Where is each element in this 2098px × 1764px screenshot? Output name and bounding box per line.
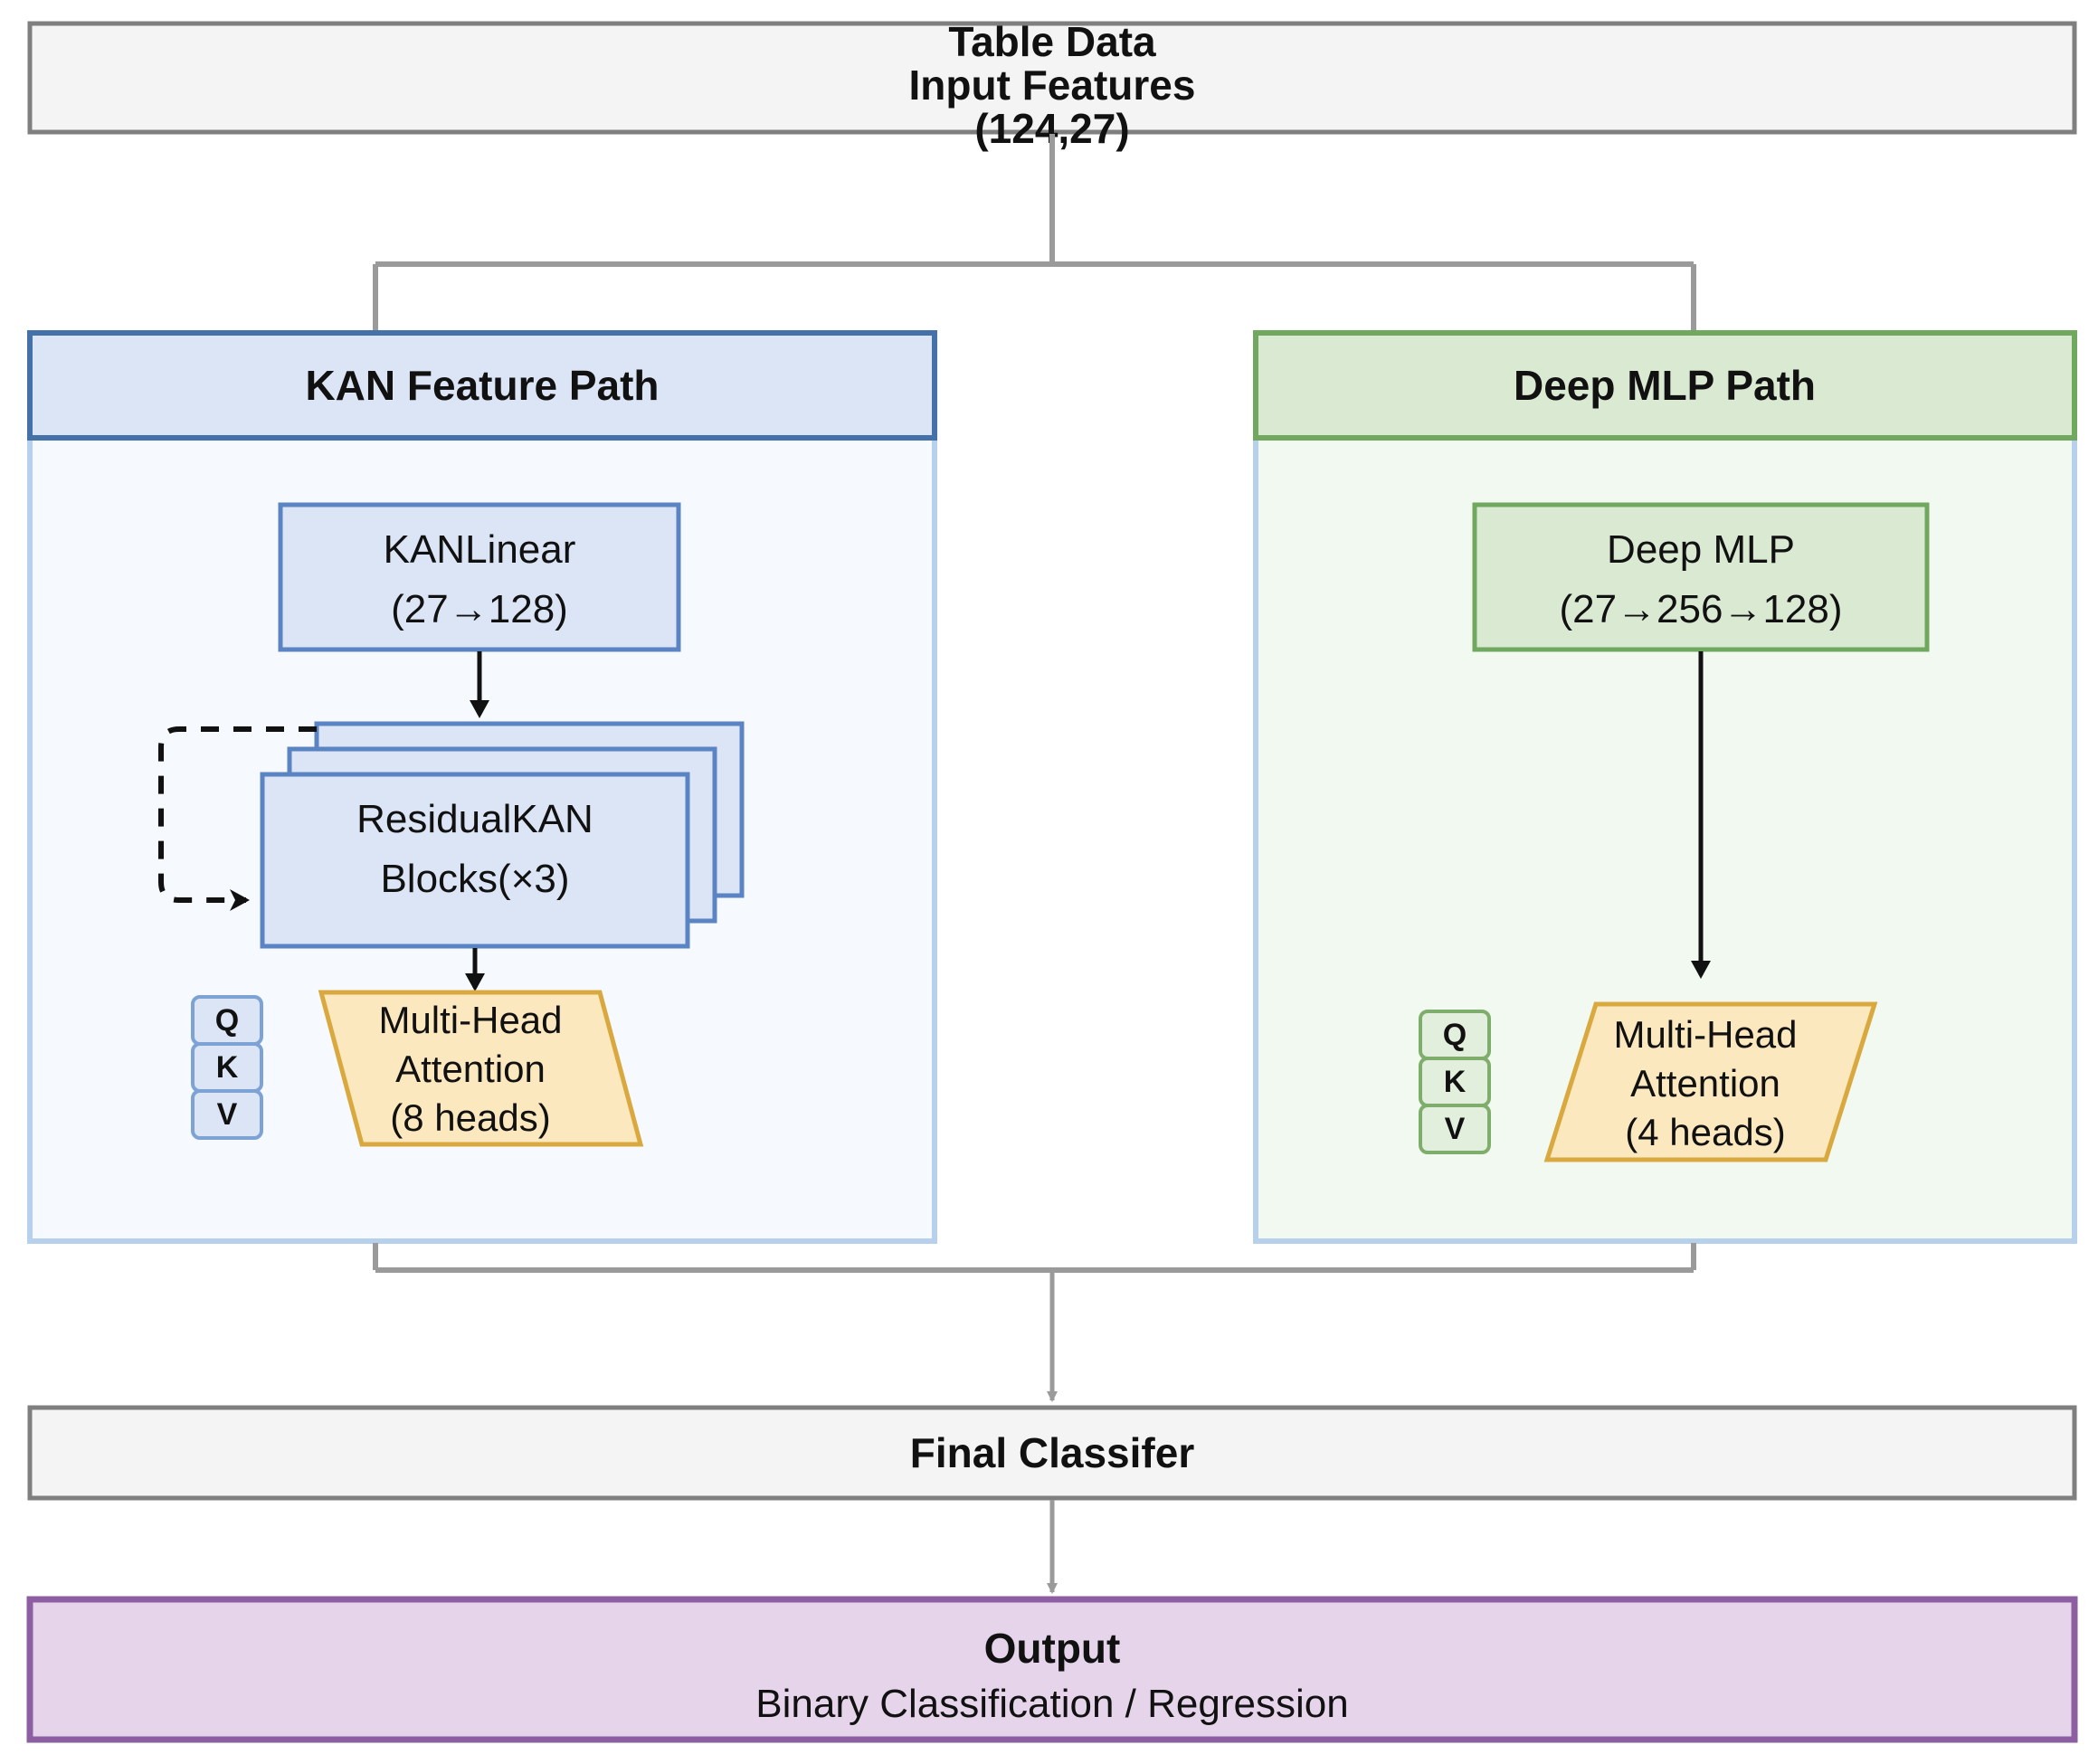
attention-mlp-line1: Multi-Head	[1613, 1013, 1797, 1056]
qkv-item-v-mlp: V	[1419, 1104, 1491, 1154]
qkv-stack-kan: Q K V	[191, 995, 263, 1140]
residual-kan-stack: ResidualKAN Blocks(×3)	[260, 721, 745, 949]
attention-kan-line1: Multi-Head	[378, 999, 562, 1041]
qkv-label-v-mlp: V	[1445, 1112, 1466, 1146]
multi-head-attention-mlp: Multi-Head Attention (4 heads)	[1543, 1001, 1878, 1162]
qkv-label-q-mlp: Q	[1443, 1018, 1467, 1052]
attention-kan-line2: Attention	[395, 1048, 546, 1090]
deep-mlp-path-container: Deep MLP Path Deep MLP (27→256→128) Q K …	[1253, 330, 2077, 1244]
mlp-path-header-label: Deep MLP Path	[1514, 362, 1816, 409]
deep-mlp-block: Deep MLP (27→256→128)	[1472, 502, 1930, 652]
split-connector	[373, 134, 1696, 331]
kan-linear-shape: (27→128)	[391, 587, 568, 631]
residual-kan-count: Blocks(×3)	[380, 857, 569, 901]
input-box: Table Data Input Features (124,27)	[27, 18, 2077, 152]
residual-loop-dashed-arrow	[158, 726, 317, 911]
input-title-line2: Input Features	[909, 62, 1196, 109]
residual-kan-label: ResidualKAN	[356, 797, 593, 841]
deep-mlp-label: Deep MLP	[1607, 527, 1795, 572]
qkv-stack-mlp: Q K V	[1419, 1010, 1491, 1154]
attention-kan-heads: (8 heads)	[390, 1096, 550, 1139]
qkv-item-q-mlp: Q	[1419, 1010, 1491, 1060]
qkv-label-k-mlp: K	[1444, 1065, 1467, 1099]
kan-feature-path-container: KAN Feature Path KANLinear (27→128) Resi…	[27, 330, 937, 1244]
qkv-item-k-mlp: K	[1419, 1057, 1491, 1107]
final-classifier-box: Final Classifer	[27, 1405, 2077, 1501]
qkv-label-v: V	[217, 1097, 238, 1132]
kan-linear-block: KANLinear (27→128)	[278, 502, 681, 652]
merge-connector	[373, 1243, 1696, 1402]
qkv-item-v: V	[191, 1089, 263, 1140]
attention-mlp-heads: (4 heads)	[1625, 1111, 1785, 1153]
multi-head-attention-kan: Multi-Head Attention (8 heads)	[318, 990, 644, 1147]
qkv-label-q: Q	[215, 1003, 239, 1038]
kan-path-header-label: KAN Feature Path	[305, 362, 659, 409]
qkv-item-q: Q	[191, 995, 263, 1046]
output-subtitle: Binary Classification / Regression	[755, 1682, 1348, 1726]
deep-mlp-shape: (27→256→128)	[1559, 587, 1842, 631]
attention-mlp-line2: Attention	[1630, 1062, 1780, 1105]
output-box: Output Binary Classification / Regressio…	[26, 1596, 2078, 1743]
input-title-line1: Table Data	[948, 18, 1156, 65]
final-classifier-label: Final Classifer	[910, 1429, 1195, 1476]
qkv-label-k: K	[216, 1050, 239, 1085]
qkv-item-k: K	[191, 1042, 263, 1093]
output-title: Output	[984, 1625, 1121, 1672]
kan-linear-label: KANLinear	[384, 527, 576, 572]
